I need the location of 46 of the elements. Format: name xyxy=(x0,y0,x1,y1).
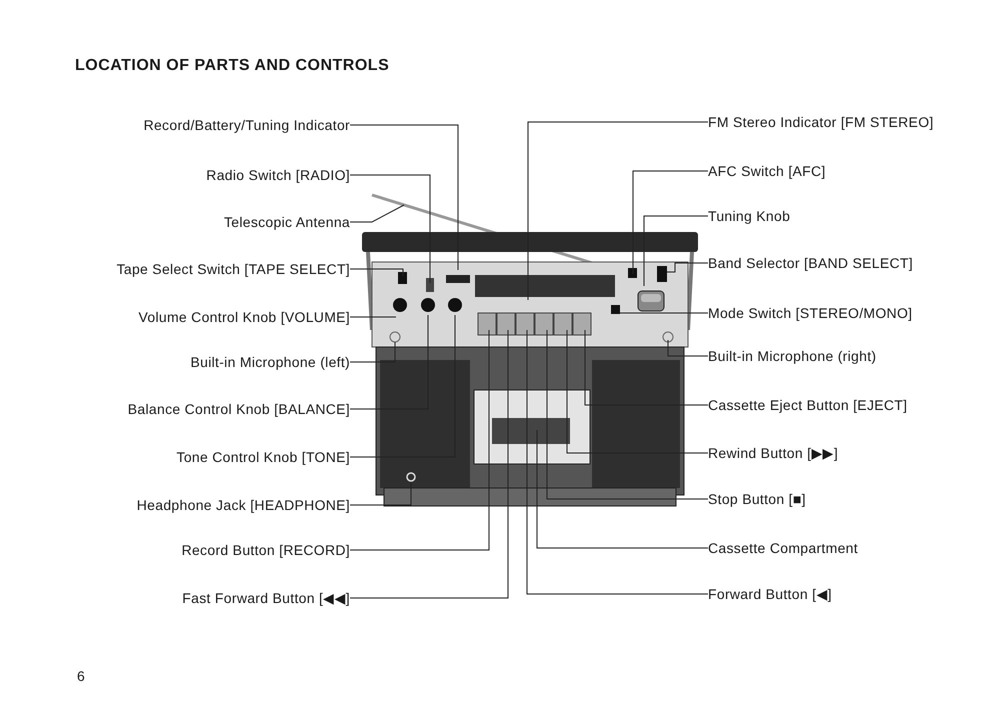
part-label: Stop Button [■] xyxy=(708,490,806,508)
leader-line xyxy=(350,314,456,458)
leader-line xyxy=(350,316,396,318)
part-label: Mode Switch [STEREO/MONO] xyxy=(708,304,912,322)
part-label: Tuning Knob xyxy=(708,207,790,225)
leader-line xyxy=(666,262,708,272)
part-label: Record/Battery/Tuning Indicator xyxy=(144,116,350,134)
part-label: Tape Select Switch [TAPE SELECT] xyxy=(116,260,350,278)
part-label: Cassette Compartment xyxy=(708,539,858,557)
part-label: Forward Button [◀] xyxy=(708,585,832,603)
part-label: AFC Switch [AFC] xyxy=(708,162,826,180)
leader-line xyxy=(350,174,430,284)
part-label: Fast Forward Button [◀◀] xyxy=(182,589,350,607)
leader-line xyxy=(546,330,708,500)
part-label: Telescopic Antenna xyxy=(224,213,350,231)
leader-line xyxy=(528,122,708,300)
leader-line xyxy=(350,330,490,550)
leader-line xyxy=(526,330,708,594)
part-label: Tone Control Knob [TONE] xyxy=(176,448,350,466)
leader-line xyxy=(584,330,708,406)
part-label: Band Selector [BAND SELECT] xyxy=(708,254,913,272)
leader-line xyxy=(536,430,708,548)
part-label: Cassette Eject Button [EJECT] xyxy=(708,396,908,414)
leader-line xyxy=(668,340,708,356)
part-label: Rewind Button [▶▶] xyxy=(708,444,838,462)
part-label: Volume Control Knob [VOLUME] xyxy=(138,308,350,326)
part-label: Built-in Microphone (left) xyxy=(190,353,350,371)
part-label: Balance Control Knob [BALANCE] xyxy=(128,400,350,418)
page-title: LOCATION OF PARTS AND CONTROLS xyxy=(75,57,390,75)
leader-line xyxy=(350,204,404,222)
leader-line xyxy=(350,482,412,506)
part-label: Radio Switch [RADIO] xyxy=(206,166,350,184)
leader-line xyxy=(350,268,404,276)
part-label: Headphone Jack [HEADPHONE] xyxy=(136,496,350,514)
part-label: Record Button [RECORD] xyxy=(182,541,350,559)
leader-line xyxy=(644,216,708,286)
leader-line xyxy=(632,170,708,274)
page-number: 6 xyxy=(77,668,85,684)
leader-line xyxy=(350,314,428,410)
part-label: Built-in Microphone (right) xyxy=(708,347,876,365)
leader-line xyxy=(566,330,708,454)
leader-line xyxy=(350,342,396,362)
leader-line xyxy=(350,330,508,598)
part-label: FM Stereo Indicator [FM STEREO] xyxy=(708,113,934,131)
leader-line xyxy=(620,312,708,314)
leader-line xyxy=(350,124,458,270)
